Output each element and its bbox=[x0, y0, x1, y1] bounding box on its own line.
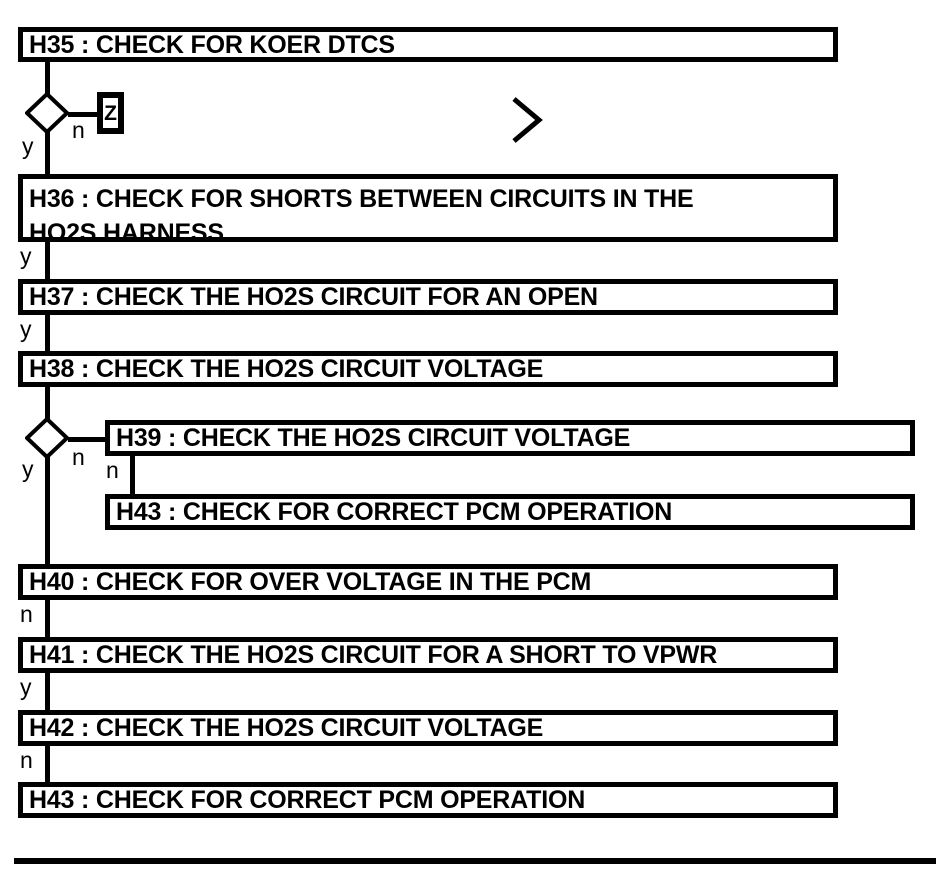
node-h36[interactable]: H36 : CHECK FOR SHORTS BETWEEN CIRCUITS … bbox=[18, 174, 838, 247]
edge-label-decision1-yes-text: y bbox=[22, 133, 34, 159]
offpage-connector-marker-z-label: Z bbox=[104, 101, 117, 125]
connector-decision1-yes-to-h36 bbox=[45, 130, 50, 176]
edge-label-h39-no: n bbox=[106, 459, 119, 482]
node-h37-label: H37 : CHECK THE HO2S CIRCUIT FOR AN OPEN bbox=[29, 283, 598, 311]
chevron-right-icon bbox=[510, 96, 544, 144]
edge-label-h41-yes-text: y bbox=[20, 674, 32, 700]
edge-label-h39-no-text: n bbox=[106, 457, 119, 483]
decision-diamond-2[interactable] bbox=[24, 416, 70, 460]
edge-label-decision2-no: n bbox=[72, 446, 85, 469]
connector-h40-to-h41 bbox=[45, 598, 50, 638]
chevron-right-icon-shape bbox=[512, 97, 543, 143]
node-h35-label: H35 : CHECK FOR KOER DTCS bbox=[29, 30, 395, 59]
edge-label-h42-no: n bbox=[20, 749, 33, 772]
node-h37[interactable]: H37 : CHECK THE HO2S CIRCUIT FOR AN OPEN bbox=[18, 279, 838, 315]
edge-label-decision1-no-text: n bbox=[72, 117, 85, 143]
node-h36-label: H36 : CHECK FOR SHORTS BETWEEN CIRCUITS … bbox=[29, 185, 694, 247]
node-h39-label: H39 : CHECK THE HO2S CIRCUIT VOLTAGE bbox=[116, 424, 631, 452]
node-h43-upper[interactable]: H43 : CHECK FOR CORRECT PCM OPERATION bbox=[105, 494, 915, 530]
offpage-connector-marker-z[interactable]: Z bbox=[97, 92, 124, 134]
edge-label-h36-yes-text: y bbox=[20, 243, 32, 269]
node-h43-lower-label: H43 : CHECK FOR CORRECT PCM OPERATION bbox=[29, 786, 586, 814]
node-h39[interactable]: H39 : CHECK THE HO2S CIRCUIT VOLTAGE bbox=[105, 420, 915, 456]
connector-decision1-no-to-marker bbox=[68, 112, 101, 117]
decision-diamond-2-shape bbox=[24, 416, 70, 460]
connector-h38-to-decision2 bbox=[45, 385, 50, 421]
connector-h39-no-to-h43a bbox=[130, 456, 135, 500]
connector-decision2-yes-to-h40 bbox=[45, 450, 50, 565]
edge-label-h36-yes: y bbox=[20, 245, 32, 268]
node-h40[interactable]: H40 : CHECK FOR OVER VOLTAGE IN THE PCM bbox=[18, 564, 838, 600]
node-h35[interactable]: H35 : CHECK FOR KOER DTCS bbox=[18, 27, 838, 62]
edge-label-h42-no-text: n bbox=[20, 747, 33, 773]
edge-label-decision1-no: n bbox=[72, 119, 85, 142]
node-h41[interactable]: H41 : CHECK THE HO2S CIRCUIT FOR A SHORT… bbox=[18, 637, 838, 673]
node-h43-lower[interactable]: H43 : CHECK FOR CORRECT PCM OPERATION bbox=[18, 782, 838, 818]
connector-h42-to-h43b bbox=[45, 744, 50, 783]
node-h42[interactable]: H42 : CHECK THE HO2S CIRCUIT VOLTAGE bbox=[18, 710, 838, 746]
edge-label-decision1-yes: y bbox=[22, 135, 34, 158]
node-h41-label: H41 : CHECK THE HO2S CIRCUIT FOR A SHORT… bbox=[29, 641, 718, 669]
connector-h37-to-h38 bbox=[45, 313, 50, 351]
connector-decision2-no-to-h39 bbox=[68, 437, 108, 442]
connector-h35-to-decision1 bbox=[45, 58, 50, 102]
edge-label-h40-no-text: n bbox=[20, 601, 33, 627]
edge-label-h40-no: n bbox=[20, 603, 33, 626]
node-h38-label: H38 : CHECK THE HO2S CIRCUIT VOLTAGE bbox=[29, 355, 544, 383]
node-h43-upper-label: H43 : CHECK FOR CORRECT PCM OPERATION bbox=[116, 498, 673, 526]
decision-diamond-1[interactable] bbox=[24, 91, 70, 135]
bottom-divider bbox=[14, 858, 936, 864]
connector-h36-to-h37 bbox=[45, 240, 50, 280]
node-h40-label: H40 : CHECK FOR OVER VOLTAGE IN THE PCM bbox=[29, 568, 592, 596]
edge-label-h37-yes-text: y bbox=[20, 316, 32, 342]
decision-diamond-1-shape bbox=[24, 91, 70, 135]
node-h38[interactable]: H38 : CHECK THE HO2S CIRCUIT VOLTAGE bbox=[18, 351, 838, 387]
edge-label-h37-yes: y bbox=[20, 318, 32, 341]
node-h42-label: H42 : CHECK THE HO2S CIRCUIT VOLTAGE bbox=[29, 714, 544, 742]
edge-label-decision2-yes-text: y bbox=[22, 456, 34, 482]
connector-h41-to-h42 bbox=[45, 671, 50, 710]
edge-label-h41-yes: y bbox=[20, 676, 32, 699]
edge-label-decision2-yes: y bbox=[22, 458, 34, 481]
edge-label-decision2-no-text: n bbox=[72, 444, 85, 470]
